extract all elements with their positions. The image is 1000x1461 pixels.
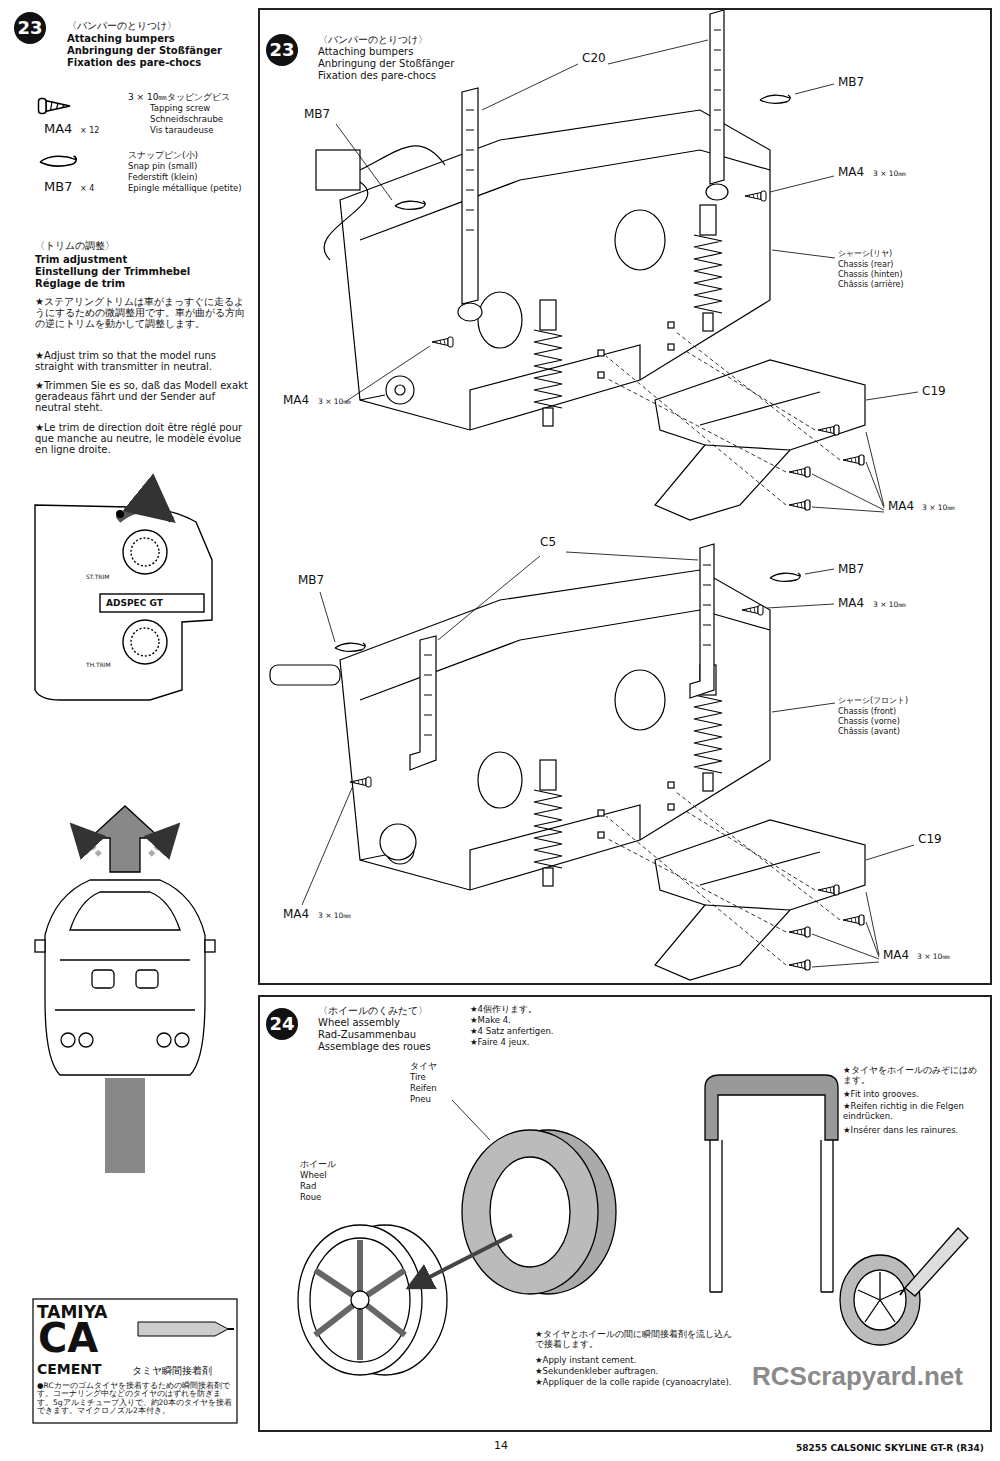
label-text: Fixation des pare-chocs [67,57,201,68]
label-text: MA4 [283,908,309,921]
label-text: MB7 [838,76,864,89]
label-text: ADSPEC GT [106,598,163,608]
step-heading-ja: 〈ホイールのくみたて〉 [318,1005,990,1017]
label-text: Châssis (arrière) [838,281,904,290]
label-text: MA4 [44,122,72,137]
label-text: Chassis (vorne) [838,718,900,727]
label-text: C19 [918,833,942,846]
note-text: ★Reifen richtig in die Felgen eindrücken… [843,1102,983,1121]
label-text: 〈バンパーのとりつけ〉 [67,20,177,31]
label-text: 14 [494,1440,508,1452]
label-text: Chassis (rear) [838,261,893,270]
label-text: Epingle métallique (petite) [128,184,242,194]
label-text: Snap pin (small) [128,162,197,172]
label-text: × 4 [80,185,94,194]
label-text: シャーシ(リヤ) [838,250,892,259]
label-text: Pneu [410,1095,431,1105]
label-text: C19 [922,385,946,398]
label-text: Chassis (hinten) [838,271,903,280]
note-text: ★Sekundenkleber auftragen. [535,1367,735,1377]
step-heading: Wheel assembly [318,1017,990,1029]
label-text: 〈トリムの調整〉 [35,240,115,251]
label-text: MA4 [838,166,864,179]
label-text: MB7 [44,180,72,195]
label-text: ★Faire 4 jeux. [470,1038,529,1048]
step-heading: Attaching bumpers [318,46,990,58]
label-text: CA [38,1316,98,1361]
label-text: タイヤ [410,1062,437,1072]
label-text: MB7 [304,108,330,121]
label-text: Anbringung der Stoßfänger [67,45,222,56]
note-text: ★Appliquer de la colle rapide (cyanoacry… [535,1378,735,1388]
step-number: 23 [14,12,46,44]
note-text: ●RCカーのゴムタイヤを接着するための瞬間接着剤です。コーナリング中などのタイヤ… [37,1382,233,1416]
label-text: MA4 [283,394,309,407]
label-text: Roue [300,1193,321,1203]
step-heading: Assemblage des roues [318,1041,990,1053]
label-text: 58255 CALSONIC SKYLINE GT-R (R34) [796,1443,984,1453]
label-text: TH.TRIM [86,662,111,669]
label-text: スナップピン(小) [128,150,198,160]
note-text: ★Adjust trim so that the model runs stra… [35,350,250,372]
label-text: タミヤ瞬間接着剤 [132,1365,212,1376]
step-panel: 〈バンパーのとりつけ〉Attaching bumpersAnbringung d… [258,8,992,985]
step-heading: Fixation des pare-chocs [318,70,990,82]
label-text: 3 × 10㎜タッピングビス [128,92,230,102]
label-text: ★4個作ります。 [470,1005,537,1015]
label-text: Rad [300,1182,316,1192]
label-text: CEMENT [37,1362,102,1378]
label-text: Federstift (klein) [128,173,198,183]
label-text: ST.TRIM [86,574,109,581]
watermark: RCScrapyard.net [752,1362,963,1391]
label-text: 3 × 10㎜ [873,601,906,609]
label-text: ★4 Satz anfertigen. [470,1027,554,1037]
label-text: Châssis (avant) [838,728,900,737]
note-text: ★Apply instant cement. [535,1356,735,1366]
label-text: Tire [410,1073,426,1083]
label-text: 3 × 10㎜ [917,953,950,961]
note-text: ★Trimmen Sie es so, daß das Modell exakt… [35,380,250,414]
note-text: ★タイヤとホイールの間に瞬間接着剤を流し込んで接着します。 [535,1330,735,1349]
step-heading-ja: 〈バンパーのとりつけ〉 [318,34,990,46]
step-number: 24 [266,1008,298,1040]
label-text: Schneidschraube [150,115,223,125]
note-text: ★ステアリングトリムは車がまっすぐに走るようにするための微調整用です。車が曲がる… [35,296,250,330]
note-text: ★Fit into grooves. [843,1090,983,1100]
label-text: ホイール [300,1160,336,1170]
label-text: 3 × 10㎜ [873,170,906,178]
label-text: Réglage de trim [35,278,125,289]
label-text: C5 [540,536,556,549]
label-text: Wheel [300,1171,327,1181]
label-text: Einstellung der Trimmhebel [35,266,190,277]
step-heading: Rad-Zusammenbau [318,1029,990,1041]
label-text: C20 [582,52,606,65]
note-text: ★Le trim de direction doit être réglé po… [35,422,250,456]
label-text: Trim adjustment [35,254,127,265]
label-text: シャーシ(フロント) [838,697,908,706]
label-text: 3 × 10㎜ [922,504,955,512]
label-text: × 12 [80,127,99,136]
label-text: Attaching bumpers [67,33,175,44]
label-text: MB7 [298,574,324,587]
label-text: 3 × 10㎜ [318,398,351,406]
step-number: 23 [266,34,298,66]
label-text: ★Make 4. [470,1016,511,1026]
note-text: ★タイヤをホイールのみぞにはめます。 [843,1066,983,1085]
label-text: Vis taraudeuse [150,126,213,136]
label-text: MA4 [883,949,909,962]
step-heading: Anbringung der Stoßfänger [318,58,990,70]
label-text: 3 × 10㎜ [318,912,351,920]
note-text: ★Insérer dans les rainures. [843,1126,983,1136]
label-text: Reifen [410,1084,437,1094]
label-text: MA4 [838,597,864,610]
label-text: Tapping screw [150,104,210,114]
label-text: MB7 [838,563,864,576]
label-text: MA4 [888,500,914,513]
label-text: Chassis (front) [838,708,896,717]
